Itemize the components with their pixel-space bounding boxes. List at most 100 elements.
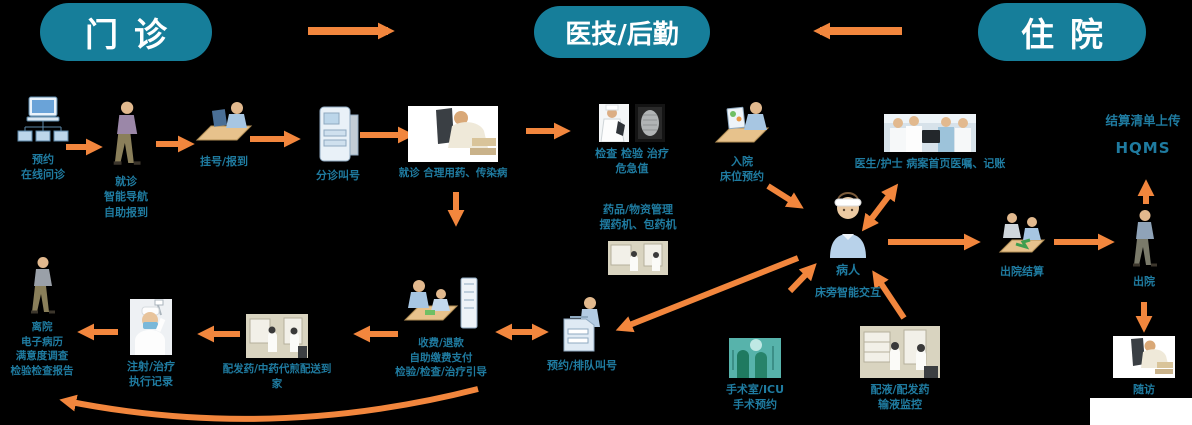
node-patient: 病人 床旁智能交互	[800, 192, 896, 300]
materials-label: 药品/物资管理 摆药机、包药机	[600, 202, 677, 233]
operating-room-photo	[729, 338, 781, 378]
discharge-label: 出院	[1133, 274, 1155, 289]
surgery-label: 手术室/ICU 手术预约	[726, 382, 784, 413]
label-line: 出院	[1133, 275, 1155, 288]
consult-label: 就诊 合理用药、传染病	[399, 166, 508, 181]
label-line: HQMS	[1115, 138, 1171, 157]
label-line: 离院	[31, 321, 53, 333]
infusion-label: 配液/配发药 输液监控	[870, 382, 929, 413]
node-admission: 入院 床位预约	[704, 100, 780, 185]
label-line: 病人	[835, 263, 860, 277]
node-consult: 就诊 合理用药、传染病	[382, 106, 524, 181]
node-visit-navigation: 就诊 智能导航 自助报到	[88, 98, 164, 220]
inject-label: 注射/治疗 执行记录	[127, 359, 175, 390]
section-pill-outpatient: 门诊	[40, 3, 212, 61]
label-line: 自助缴费支付	[409, 351, 473, 364]
lab-technician-photo	[599, 104, 629, 142]
label-line: 出院结算	[1000, 265, 1044, 278]
label-line: 入院	[731, 155, 753, 168]
label-line: 分诊叫号	[316, 169, 360, 182]
label-line: 医生/护士 病案首页医嘱、记账	[854, 157, 1006, 170]
cashier-and-kiosk-icon	[403, 277, 478, 329]
label-line: 床旁智能交互	[815, 285, 881, 299]
node-staff: 医生/护士 病案首页医嘱、记账	[824, 114, 1036, 171]
nurse-injection-photo	[130, 299, 172, 355]
followup-label: 随访	[1133, 382, 1155, 397]
label-line: 检查 检验 治疗	[595, 147, 669, 160]
network-computers-icon	[17, 96, 69, 142]
infusion-prep-room-photo	[860, 326, 940, 378]
node-fees: 收费/退款 自助缴费支付 检验/检查/治疗引导	[376, 274, 506, 380]
label-line: 就诊	[115, 175, 137, 188]
section-pill-medtech: 医技/后勤	[534, 6, 710, 58]
label-line: 注射/治疗	[126, 360, 176, 373]
exam-label: 检查 检验 治疗 危急值	[595, 146, 669, 177]
discharge-settle-label: 出院结算	[1000, 264, 1044, 279]
node-infusion: 配液/配发药 输液监控	[850, 326, 950, 413]
node-exam: 检查 检验 治疗 危急值	[578, 104, 686, 177]
registration-clerk-icon	[195, 102, 253, 141]
settlement-desk-icon	[998, 213, 1046, 253]
label-line: 挂号/报到	[199, 155, 249, 168]
label-line: 摆药机、包药机	[599, 218, 677, 232]
label-line: 在线问诊	[21, 168, 65, 182]
label-line: 手术室/ICU	[725, 383, 785, 396]
appointment-label: 预约 在线问诊	[21, 152, 65, 183]
visit-navigation-label: 就诊 智能导航 自助报到	[104, 174, 148, 220]
node-queue: 预约/排队叫号	[528, 294, 636, 373]
admission-clerk-icon	[714, 102, 770, 143]
discharge-walking-icon	[1133, 210, 1157, 267]
label-line: 收费/退款	[418, 337, 464, 349]
queue-kiosk-icon	[563, 297, 600, 352]
node-dispense: 配发药/中药代煎配送到 家	[202, 314, 352, 391]
label-line: 检验检查报告	[10, 365, 74, 378]
label-line: 检验/检查/治疗引导	[395, 366, 487, 379]
staff-label: 医生/护士 病案首页医嘱、记账	[855, 156, 1006, 171]
dispensary-room-photo	[246, 314, 308, 358]
label-line: 电子病历	[21, 335, 63, 348]
node-inject: 注射/治疗 执行记录	[104, 299, 198, 390]
label-line: 智能导航	[104, 190, 148, 204]
walking-patient-icon	[113, 101, 141, 165]
queue-label: 预约/排队叫号	[547, 358, 617, 373]
xray-film-photo	[635, 104, 665, 142]
label-line: 手术预约	[733, 398, 777, 412]
label-line: 床位预约	[720, 170, 764, 184]
patient-with-bandage-icon	[830, 192, 866, 258]
nurses-with-tablet-photo	[884, 114, 976, 152]
node-discharge: 出院	[1110, 208, 1178, 289]
dispense-label: 配发药/中药代煎配送到 家	[223, 362, 332, 391]
label-line: 就诊 合理用药、传染病	[398, 167, 508, 179]
label-line: 预约	[32, 153, 54, 166]
admission-label: 入院 床位预约	[720, 154, 764, 185]
label-line: 危急值	[615, 162, 649, 176]
label-line: 配液/配发药	[870, 383, 930, 396]
label-line: 预约/排队叫号	[546, 359, 618, 372]
node-discharge-settle: 出院结算	[982, 208, 1062, 279]
leave-label: 离院 电子病历 满意度调查 检验检查报告	[11, 320, 74, 379]
triage-kiosk-icon	[319, 106, 359, 162]
triage-label: 分诊叫号	[316, 168, 360, 183]
followup-doctor-photo	[1113, 336, 1175, 378]
node-materials: 药品/物资管理 摆药机、包药机	[586, 202, 690, 275]
pharmacy-room-photo	[608, 240, 668, 275]
label-line: 自助报到	[104, 205, 148, 219]
node-surgery: 手术室/ICU 手术预约	[702, 338, 808, 413]
node-hqms: 结算清单上传 HQMS	[1094, 112, 1192, 159]
node-appointment: 预约 在线问诊	[0, 96, 86, 183]
label-line: 结算清单上传	[1105, 113, 1181, 128]
node-leave: 离院 电子病历 满意度调查 检验检查报告	[0, 256, 84, 379]
leaving-patient-icon	[31, 257, 55, 314]
label-line: 输液监控	[878, 398, 922, 412]
patient-label: 病人 床旁智能交互	[815, 262, 881, 300]
label-line: 满意度调查	[15, 350, 69, 363]
label-line: 执行记录	[129, 375, 173, 389]
bottom-right-white-area	[1090, 398, 1192, 425]
node-register: 挂号/报到	[176, 100, 272, 169]
hqms-label: 结算清单上传 HQMS	[1105, 112, 1180, 159]
node-followup: 随访	[1104, 336, 1184, 397]
label-line: 配发药/中药代煎配送到	[222, 363, 332, 375]
label-line: 药品/物资管理	[602, 203, 674, 216]
label-line: 家	[271, 377, 283, 390]
